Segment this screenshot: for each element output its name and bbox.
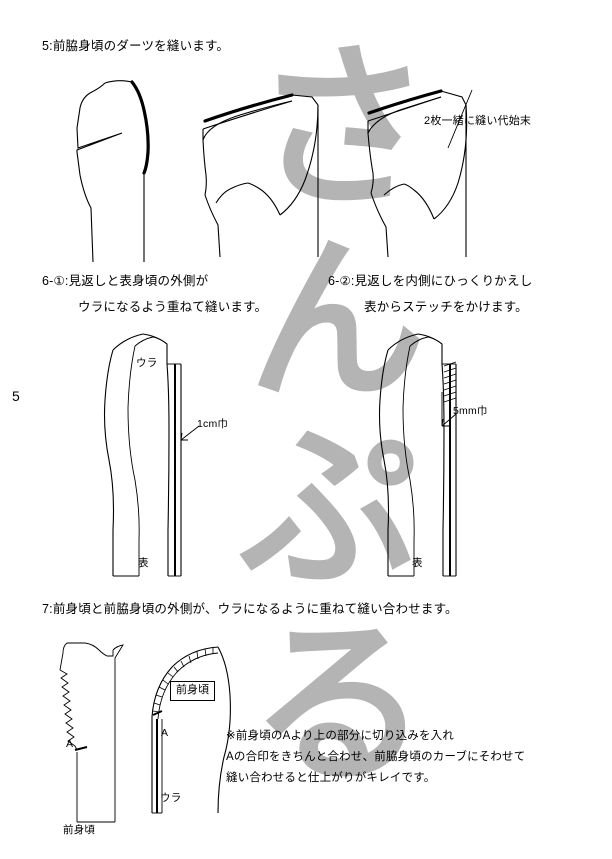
step6-1-width-label: 1cm巾 [197, 418, 229, 430]
step7-note-line3: 縫い合わせると仕上がりがキレイです。 [226, 772, 436, 784]
step7-label-front-bodice-left: 前身頃 [63, 824, 96, 836]
step6-1-label-omote: 表 [138, 557, 149, 569]
step-6-1-heading-line1: 6-①:見返しと表身頃の外側が [42, 274, 209, 288]
step6-2-width-leader [438, 392, 478, 434]
step6-1-width-leader [175, 400, 215, 448]
step7-front-bodice-diagram [45, 640, 140, 830]
step6-1-facing-diagram [95, 330, 205, 580]
step-6-2-heading-line1: 6-②:見返しを内側にひっくりかえし [328, 274, 533, 288]
step5-seam-finish-leader [440, 89, 490, 150]
step6-2-stitched-diagram [370, 330, 480, 580]
step7-mark-a-left: A [66, 738, 74, 750]
step5-left-bodice-diagram [60, 80, 190, 265]
page-number: 5 [12, 388, 20, 404]
step7-label-ura: ウラ [160, 792, 182, 804]
step-6-2-heading-line2: 表からステッチをかけます。 [364, 300, 528, 314]
step-5-heading: 5:前脇身頃のダーツを縫います。 [42, 39, 230, 53]
step-6-1-heading-line2: ウラになるよう重ねて縫います。 [78, 300, 268, 314]
step5-middle-bodice-diagram [200, 85, 360, 260]
step7-note-line1: ※前身頃のAより上の部分に切り込みを入れ [226, 730, 455, 742]
step5-right-bodice-diagram [366, 85, 516, 260]
step7-assembled-diagram [140, 645, 250, 820]
step6-1-label-ura: ウラ [136, 357, 158, 369]
step7-mark-a-right: A [161, 727, 169, 739]
step7-front-bodice-boxed-label: 前身頃 [170, 681, 215, 701]
step7-note-line2: Aの合印をきちんと合わせ、前脇身頃のカーブにそわせて [226, 751, 526, 763]
step6-2-width-label: 5mm巾 [453, 405, 488, 417]
step5-seam-finish-callout: 2枚一緒に縫い代始末 [424, 115, 532, 127]
step6-2-label-omote: 表 [412, 557, 423, 569]
step-7-heading: 7:前身頃と前脇身頃の外側が、ウラになるように重ねて縫い合わせます。 [42, 602, 458, 616]
